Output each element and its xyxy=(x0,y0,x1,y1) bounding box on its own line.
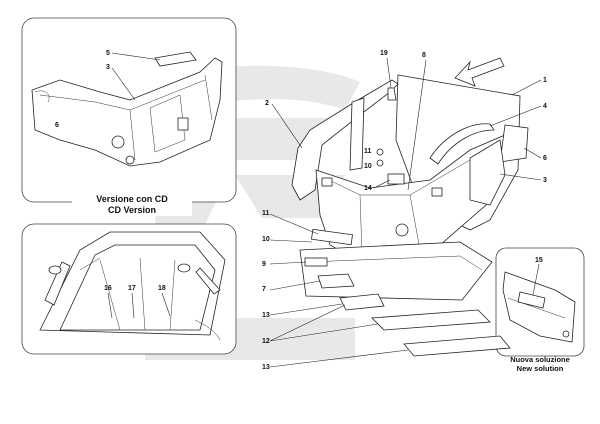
front-bracket xyxy=(311,228,353,246)
callout-10-lower: 10 xyxy=(262,236,270,243)
floor-mat-13-upper xyxy=(339,293,385,311)
callout-2: 2 xyxy=(265,100,269,107)
callout-18: 18 xyxy=(158,285,166,292)
direction-arrow-icon xyxy=(454,57,505,87)
floor-mat-12 xyxy=(371,309,491,331)
caption-cd-version-it: Versione con CD xyxy=(96,194,168,204)
callout-1: 1 xyxy=(543,77,547,84)
callout-6-main: 6 xyxy=(543,155,547,162)
trunk-opening-drawing xyxy=(39,231,226,341)
callout-6: 6 xyxy=(55,122,59,129)
callout-11-upper: 11 xyxy=(364,148,372,155)
side-panel-drawing xyxy=(502,271,576,343)
callout-5: 5 xyxy=(106,50,110,57)
callout-8: 8 xyxy=(422,52,426,59)
center-bracket xyxy=(349,97,365,171)
right-side-panel xyxy=(499,124,529,163)
caption-new-solution-it: Nuova soluzione xyxy=(510,355,570,364)
callout-7: 7 xyxy=(262,286,266,293)
floor-mat-7 xyxy=(317,273,355,289)
trunk-lining-drawing xyxy=(31,51,223,167)
caption-cd-version-en: CD Version xyxy=(108,205,156,215)
callout-11-lower: 11 xyxy=(262,210,270,217)
upper-strap xyxy=(429,123,495,165)
inset-trunk-view: 16 17 18 xyxy=(21,223,237,355)
callout-3: 3 xyxy=(106,64,110,71)
callout-13-lower: 13 xyxy=(262,364,270,371)
callout-16: 16 xyxy=(104,285,112,292)
main-exploded-view: 19 8 1 2 4 6 3 11 10 14 11 10 9 7 13 12 … xyxy=(262,50,547,371)
caption-new-solution-en: New solution xyxy=(517,364,564,373)
callout-19: 19 xyxy=(380,50,388,57)
callout-13-upper: 13 xyxy=(262,312,270,319)
floor-panel xyxy=(299,241,493,301)
inset-new-solution: 15 Nuova soluzione New solution xyxy=(495,247,585,373)
floor-mat-13-lower xyxy=(403,335,511,357)
callout-15: 15 xyxy=(535,257,543,264)
inset-cd-version: 5 3 6 Versione con CD CD Version xyxy=(21,17,237,216)
callout-9: 9 xyxy=(262,261,266,268)
callout-4: 4 xyxy=(543,103,547,110)
callout-10-upper: 10 xyxy=(364,163,372,170)
callout-3-main: 3 xyxy=(543,177,547,184)
callout-17: 17 xyxy=(128,285,136,292)
callout-12: 12 xyxy=(262,338,270,345)
right-lining xyxy=(469,139,506,206)
left-side-trim xyxy=(291,79,399,201)
callout-14: 14 xyxy=(364,185,372,192)
control-unit xyxy=(387,173,405,185)
